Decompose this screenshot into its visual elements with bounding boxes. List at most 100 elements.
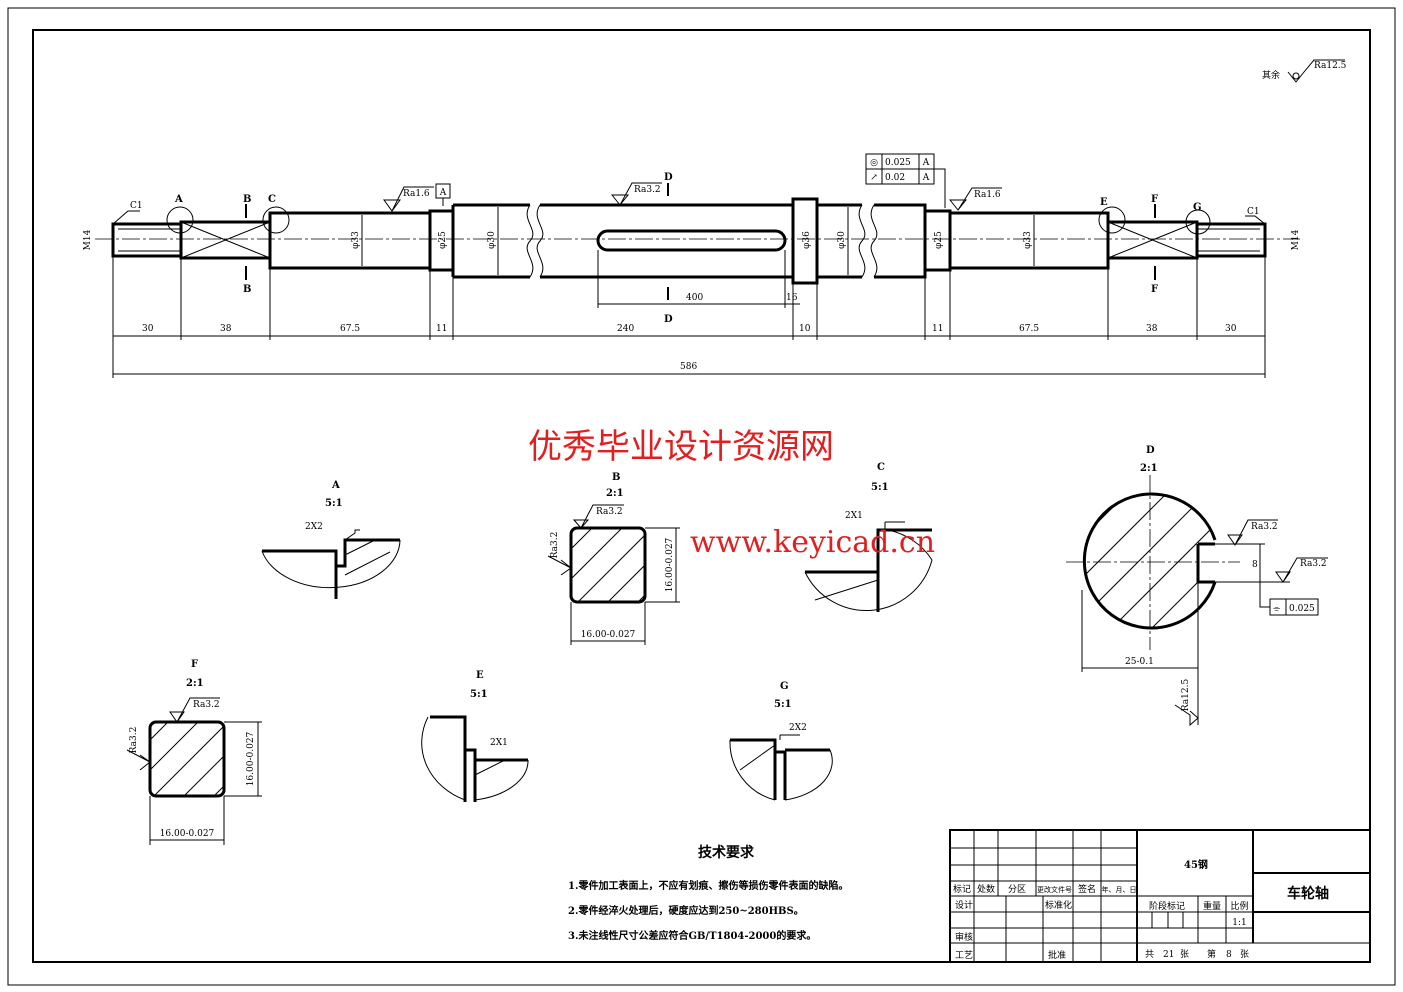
drawing-views-F-title-label: F: [191, 659, 198, 670]
drawing-line: [474, 759, 529, 801]
thread-right: [1195, 222, 1267, 258]
drawing-line: [1151, 896, 1227, 943]
drawing-line: [344, 539, 391, 576]
drawing-line: [1098, 206, 1126, 234]
drawing-views-A-scale-label: 5:1: [325, 498, 343, 509]
drawing-line: [474, 759, 506, 776]
drawing-views-E-scale-label: 5:1: [470, 689, 488, 700]
drawing-shaft_labels-D_bottom-label: D: [664, 314, 673, 325]
drawing-tolerance_frame-1-datum-label: A: [922, 173, 930, 183]
drawing-shaft_labels-m14_left-label: M14: [83, 229, 93, 250]
drawing-line: [779, 734, 800, 740]
drawing-line: [262, 538, 400, 599]
detail-view-a: A 5:1 2X2: [261, 480, 401, 599]
section-view-f: F 2:1 Ra3.2 Ra3.2 16.00-0.027 16.00-0.02…: [126, 659, 262, 845]
general-roughness-note: 其余 Ra12.5: [1262, 59, 1347, 83]
tech-req-title: 技术要求: [698, 844, 755, 861]
drawing-line: [150, 722, 224, 796]
drawing-views-B-ra_top-label: Ra3.2: [596, 507, 623, 517]
drawing-overall-label: 586: [680, 362, 697, 372]
drawing-views-F-width-label: 16.00-0.027: [160, 829, 215, 839]
drawing-shaft_labels-dia33_right-label: φ33: [1023, 231, 1033, 249]
title_block-process-label: 工艺: [955, 950, 973, 961]
drawing-views-B-height-label: 16.00-0.027: [665, 537, 675, 592]
drawing-line: [934, 168, 946, 208]
drawing-line: [569, 526, 647, 604]
drawing-line: [344, 529, 360, 541]
title_block-total_suffix-label: 张: [1180, 949, 1189, 960]
drawing-views-D-depth-label: 25-0.1: [1125, 657, 1154, 667]
drawing-line: [526, 204, 534, 278]
drawing-line: [1185, 209, 1211, 235]
drawing-line: [858, 204, 866, 278]
keyway-slot: [596, 229, 787, 252]
drawing-line: [126, 749, 151, 771]
drawing-line: [1275, 557, 1328, 583]
drawing-tolerance_frame-1-value-label: 0.02: [885, 173, 905, 183]
drawing-dimensions-6-label: 11: [932, 324, 943, 334]
drawing-shaft_labels-B_bottom-label: B: [243, 284, 251, 295]
drawing-keyway_offset-label: 16: [786, 293, 798, 303]
drawing-line: [874, 203, 927, 279]
drawing-shaft_labels-ra32_key-label: Ra3.2: [634, 185, 661, 195]
title_block-sheet_prefix-label: 第: [1207, 948, 1216, 960]
drawing-views-F-ra_left-label: Ra3.2: [129, 727, 139, 754]
drawing-line: [1136, 830, 1254, 962]
material: 45钢: [1184, 858, 1208, 871]
drawing-line: [547, 555, 572, 576]
drawing-views-D-ra_flat-label: Ra12.5: [1181, 679, 1191, 712]
drawing-views-E-chamfer-label: 2X1: [490, 738, 508, 748]
drawing-dimensions-9-label: 30: [1225, 324, 1237, 334]
title_block-headers-4-label: 签名: [1078, 883, 1096, 895]
watermark-title: 优秀毕业设计资源网: [528, 427, 834, 467]
drawing-line: [262, 206, 290, 234]
drawing-views-D-ra_bottom-label: Ra3.2: [1300, 559, 1327, 569]
drawing-shaft_labels-dia33_left-label: φ33: [351, 231, 361, 249]
title_block-headers-2-label: 分区: [1008, 884, 1026, 895]
drawing-views-B-scale-label: 2:1: [606, 488, 624, 499]
title_block-stage_mark-label: 阶段标记: [1149, 900, 1185, 912]
collar-36: [791, 197, 819, 285]
drawing-line: [1245, 215, 1266, 225]
drawing-line: [571, 528, 645, 602]
drawing-shaft_labels-B_top-label: B: [243, 194, 251, 205]
drawing-views-D-symmetry-label: 0.025: [1289, 604, 1315, 614]
drawing-shaft_labels-datum-label: A: [439, 188, 447, 198]
drawing-views-F-height-label: 16.00-0.027: [246, 731, 256, 786]
drawing-line: [166, 206, 194, 234]
drawing-shaft_labels-c1_left-label: C1: [130, 201, 143, 211]
drawing-line: [572, 504, 624, 529]
drawing-line: [112, 210, 140, 225]
drawing-line: [536, 204, 544, 278]
drawing-line: [1269, 598, 1319, 616]
drawing-line: [169, 697, 220, 723]
drawing-tolerance_frame-0-value-label: 0.025: [885, 158, 911, 168]
section-view-d: D 2:1 8 Ra3.2 Ra3.2 ⌯ 0.025 25-0.1 Ra12.…: [1066, 445, 1328, 727]
drawing-views-D-ra_key-label: Ra3.2: [1251, 522, 1278, 532]
drawing-tolerance_frame-1-symbol-label: ↗: [870, 173, 878, 183]
drawing-frame: [32, 29, 1371, 963]
drawing-views-D-title-label: D: [1146, 445, 1155, 456]
drawing-line: [870, 204, 878, 278]
watermark-url: www.keyicad.cn: [690, 525, 935, 560]
drawing-dimensions-8-label: 38: [1146, 324, 1158, 334]
title_block-headers-5-label: 年、月、日: [1102, 885, 1137, 894]
drawing-views-C-title-label: C: [877, 462, 885, 473]
drawing-line: [804, 559, 933, 611]
drawing-views-B-ra_left-label: Ra3.2: [550, 532, 560, 559]
title_block-design-label: 设计: [955, 899, 973, 911]
title_block-total-label: 21: [1163, 950, 1174, 960]
drawing-line: [739, 744, 776, 771]
section-view-b: B 2:1 Ra3.2 Ra3.2 16.00-0.027 16.00-0.02…: [547, 472, 680, 645]
shaft-main-view: C1 C1 M14 M14 A B B C D D E F F G φ33 φ2…: [83, 153, 1301, 378]
drawing-line: [1107, 221, 1198, 259]
drawing-line: [817, 203, 862, 279]
title_block-headers-1-label: 处数: [977, 883, 995, 895]
drawing-views-F-scale-label: 2:1: [186, 678, 204, 689]
drawing-views-A-title-label: A: [331, 480, 340, 491]
outer-border: [7, 7, 1396, 986]
title_block-headers-3-label: 更改文件号: [1037, 885, 1072, 894]
drawing-shaft_labels-F_top-label: F: [1151, 194, 1158, 205]
roughness-symbol-icon: [1287, 59, 1345, 83]
